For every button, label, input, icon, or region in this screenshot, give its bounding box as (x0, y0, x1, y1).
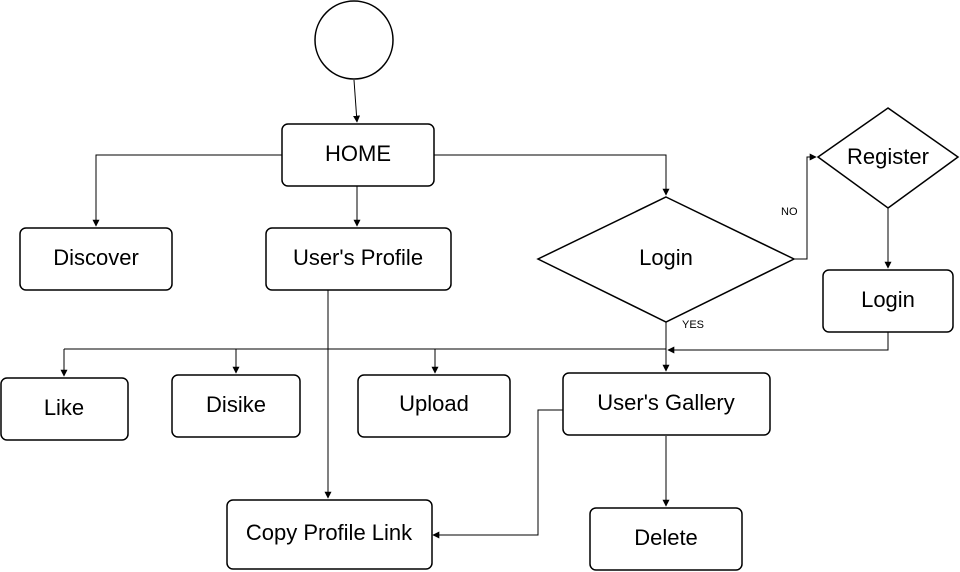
node-register: Register (816, 107, 960, 209)
edge-label-no: NO (781, 206, 798, 218)
node-upload-label: Upload (399, 391, 469, 416)
start-node (314, 0, 394, 80)
node-gallery: User's Gallery (562, 372, 771, 436)
node-copy-link: Copy Profile Link (226, 499, 433, 570)
node-profile-label: User's Profile (293, 245, 423, 270)
edge-home-login (433, 154, 670, 196)
node-home: HOME (281, 123, 435, 187)
edge-gallery-copylink (432, 409, 563, 539)
node-copy-link-label: Copy Profile Link (246, 520, 413, 545)
edge-login-loop (667, 332, 889, 354)
edge-label-yes: YES (682, 319, 704, 331)
edge-start-home (353, 79, 361, 123)
node-home-label: HOME (325, 141, 391, 166)
node-like: Like (0, 377, 129, 441)
node-dislike-label: Disike (206, 392, 266, 417)
node-login-label: Login (861, 287, 915, 312)
edge-login-register-no (794, 153, 817, 260)
node-discover-label: Discover (53, 245, 139, 270)
node-profile: User's Profile (265, 227, 452, 291)
node-upload: Upload (357, 374, 511, 438)
node-dislike: Disike (171, 374, 301, 438)
edges (60, 79, 892, 539)
node-delete-label: Delete (634, 525, 698, 550)
edge-home-discover (92, 154, 282, 227)
node-register-label: Register (847, 144, 929, 169)
node-delete: Delete (589, 507, 743, 571)
node-login-decision-label: Login (639, 245, 693, 270)
node-login-decision: Login (536, 196, 796, 323)
node-gallery-label: User's Gallery (597, 390, 734, 415)
node-like-label: Like (44, 395, 84, 420)
node-login: Login (822, 269, 954, 333)
node-discover: Discover (19, 227, 173, 291)
